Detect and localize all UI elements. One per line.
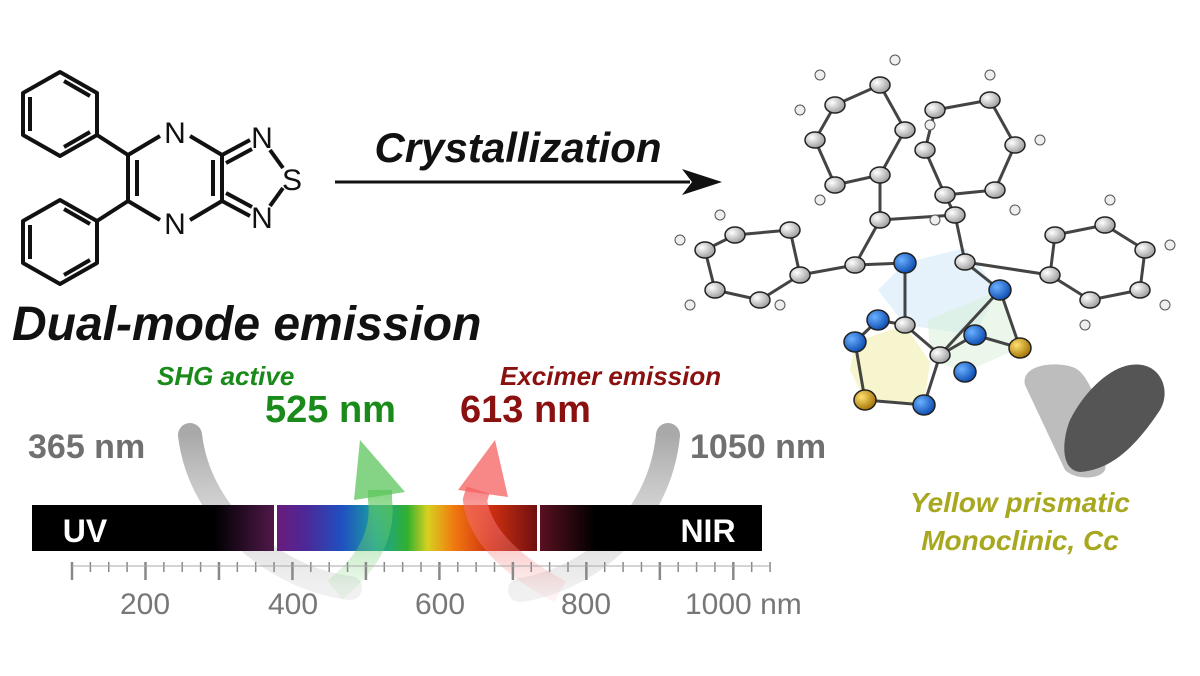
diagram-title: Dual-mode emission: [12, 298, 481, 351]
tick-label: 400: [268, 588, 318, 621]
tick-label: 200: [120, 588, 170, 621]
carbon-atom: [984, 181, 1006, 199]
atom-label-n: N: [164, 117, 186, 150]
excimer-wavelength: 613 nm: [460, 389, 591, 431]
nitrogen-atom: [988, 279, 1012, 301]
carbon-atom: [934, 186, 956, 204]
uv-region-label: UV: [63, 513, 108, 549]
hydrogen-atom: [774, 299, 786, 311]
pyrazine-ring: [126, 134, 224, 222]
carbon-atom: [804, 131, 826, 149]
shg-emission-arrow: [327, 440, 405, 600]
tick-label: 600: [415, 588, 465, 621]
sulfur-atom: [1008, 337, 1032, 359]
carbon-atom: [1134, 241, 1156, 259]
carbon-atom: [869, 76, 891, 94]
carbon-atom: [1079, 291, 1101, 309]
nitrogen-atom: [893, 252, 917, 274]
wavelength-axis: [70, 562, 771, 580]
lower-phenyl-ring: [21, 198, 99, 286]
atom-label-n: N: [251, 122, 273, 155]
excimer-label: Excimer emission: [500, 361, 721, 391]
hydrogen-atom: [1034, 134, 1046, 146]
carbon-atom: [779, 221, 801, 239]
carbon-atom: [894, 121, 916, 139]
carbon-atom: [694, 241, 716, 259]
carbon-atom: [1129, 281, 1151, 299]
carbon-atom: [749, 291, 771, 309]
hydrogen-atom: [1159, 299, 1171, 311]
nitrogen-atom: [912, 394, 936, 416]
crystal-bond: [964, 260, 1051, 277]
nitrogen-atom: [866, 309, 890, 331]
hydrogen-atom: [674, 234, 686, 246]
carbon-atom: [704, 281, 726, 299]
carbon-atom: [924, 101, 946, 119]
hydrogen-atom: [1009, 204, 1021, 216]
carbon-atom: [944, 206, 966, 224]
hydrogen-atom: [794, 104, 806, 116]
atom-label-n: N: [251, 202, 273, 235]
shg-label: SHG active: [157, 361, 294, 391]
carbon-atom: [1039, 266, 1061, 284]
hydrogen-atom: [1079, 319, 1091, 331]
hydrogen-atom: [984, 69, 996, 81]
carbon-atom: [789, 266, 811, 284]
crystal-habit-label: Yellow prismatic: [910, 487, 1130, 518]
nir-excitation-wavelength: 1050 nm: [690, 428, 826, 466]
carbon-atom: [869, 211, 891, 229]
hydrogen-atom: [714, 209, 726, 221]
hydrogen-atom: [929, 214, 941, 226]
tick-label: 800: [561, 588, 611, 621]
nir-region-label: NIR: [680, 513, 735, 549]
carbon-atom: [724, 226, 746, 244]
atom-label-s: S: [282, 164, 302, 197]
carbon-atom: [824, 96, 846, 114]
carbon-atom: [824, 176, 846, 194]
carbon-atom: [894, 316, 916, 334]
upper-phenyl-ring: [21, 70, 99, 158]
carbon-atom: [1094, 216, 1116, 234]
process-arrow: [335, 169, 722, 195]
molecule-structure: [21, 70, 285, 286]
hydrogen-atom: [684, 299, 696, 311]
carbon-atom: [844, 256, 866, 274]
uv-excitation-wavelength: 365 nm: [28, 428, 145, 466]
crystal-system-label: Monoclinic, Cc: [921, 525, 1119, 556]
excimer-emission-arrow: [458, 440, 566, 603]
carbon-atom: [914, 141, 936, 159]
thiadiazole-ring: [221, 138, 285, 218]
process-label: Crystallization: [374, 124, 661, 171]
tick-label: 1000 nm: [685, 588, 802, 621]
carbon-atom: [979, 91, 1001, 109]
hydrogen-atom: [1104, 194, 1116, 206]
sulfur-atom: [853, 389, 877, 411]
carbon-atom: [954, 253, 976, 271]
carbon-atom: [929, 346, 951, 364]
hydrogen-atom: [889, 54, 901, 66]
spectrum-bar: [32, 505, 762, 551]
crystal-bond: [879, 213, 956, 222]
atom-label-n: N: [164, 208, 186, 241]
hydrogen-atom: [814, 69, 826, 81]
hydrogen-atom: [924, 119, 936, 131]
hydrogen-atom: [1164, 239, 1176, 251]
nitrogen-atom: [963, 324, 987, 346]
carbon-atom: [1044, 226, 1066, 244]
carbon-atom: [1004, 136, 1026, 154]
shg-wavelength: 525 nm: [265, 389, 396, 431]
crystal-bond: [938, 288, 1002, 357]
nitrogen-atom: [953, 361, 977, 383]
carbon-atom: [869, 166, 891, 184]
crystal-structure: [674, 54, 1176, 478]
hydrogen-atom: [814, 194, 826, 206]
nitrogen-atom: [843, 331, 867, 353]
